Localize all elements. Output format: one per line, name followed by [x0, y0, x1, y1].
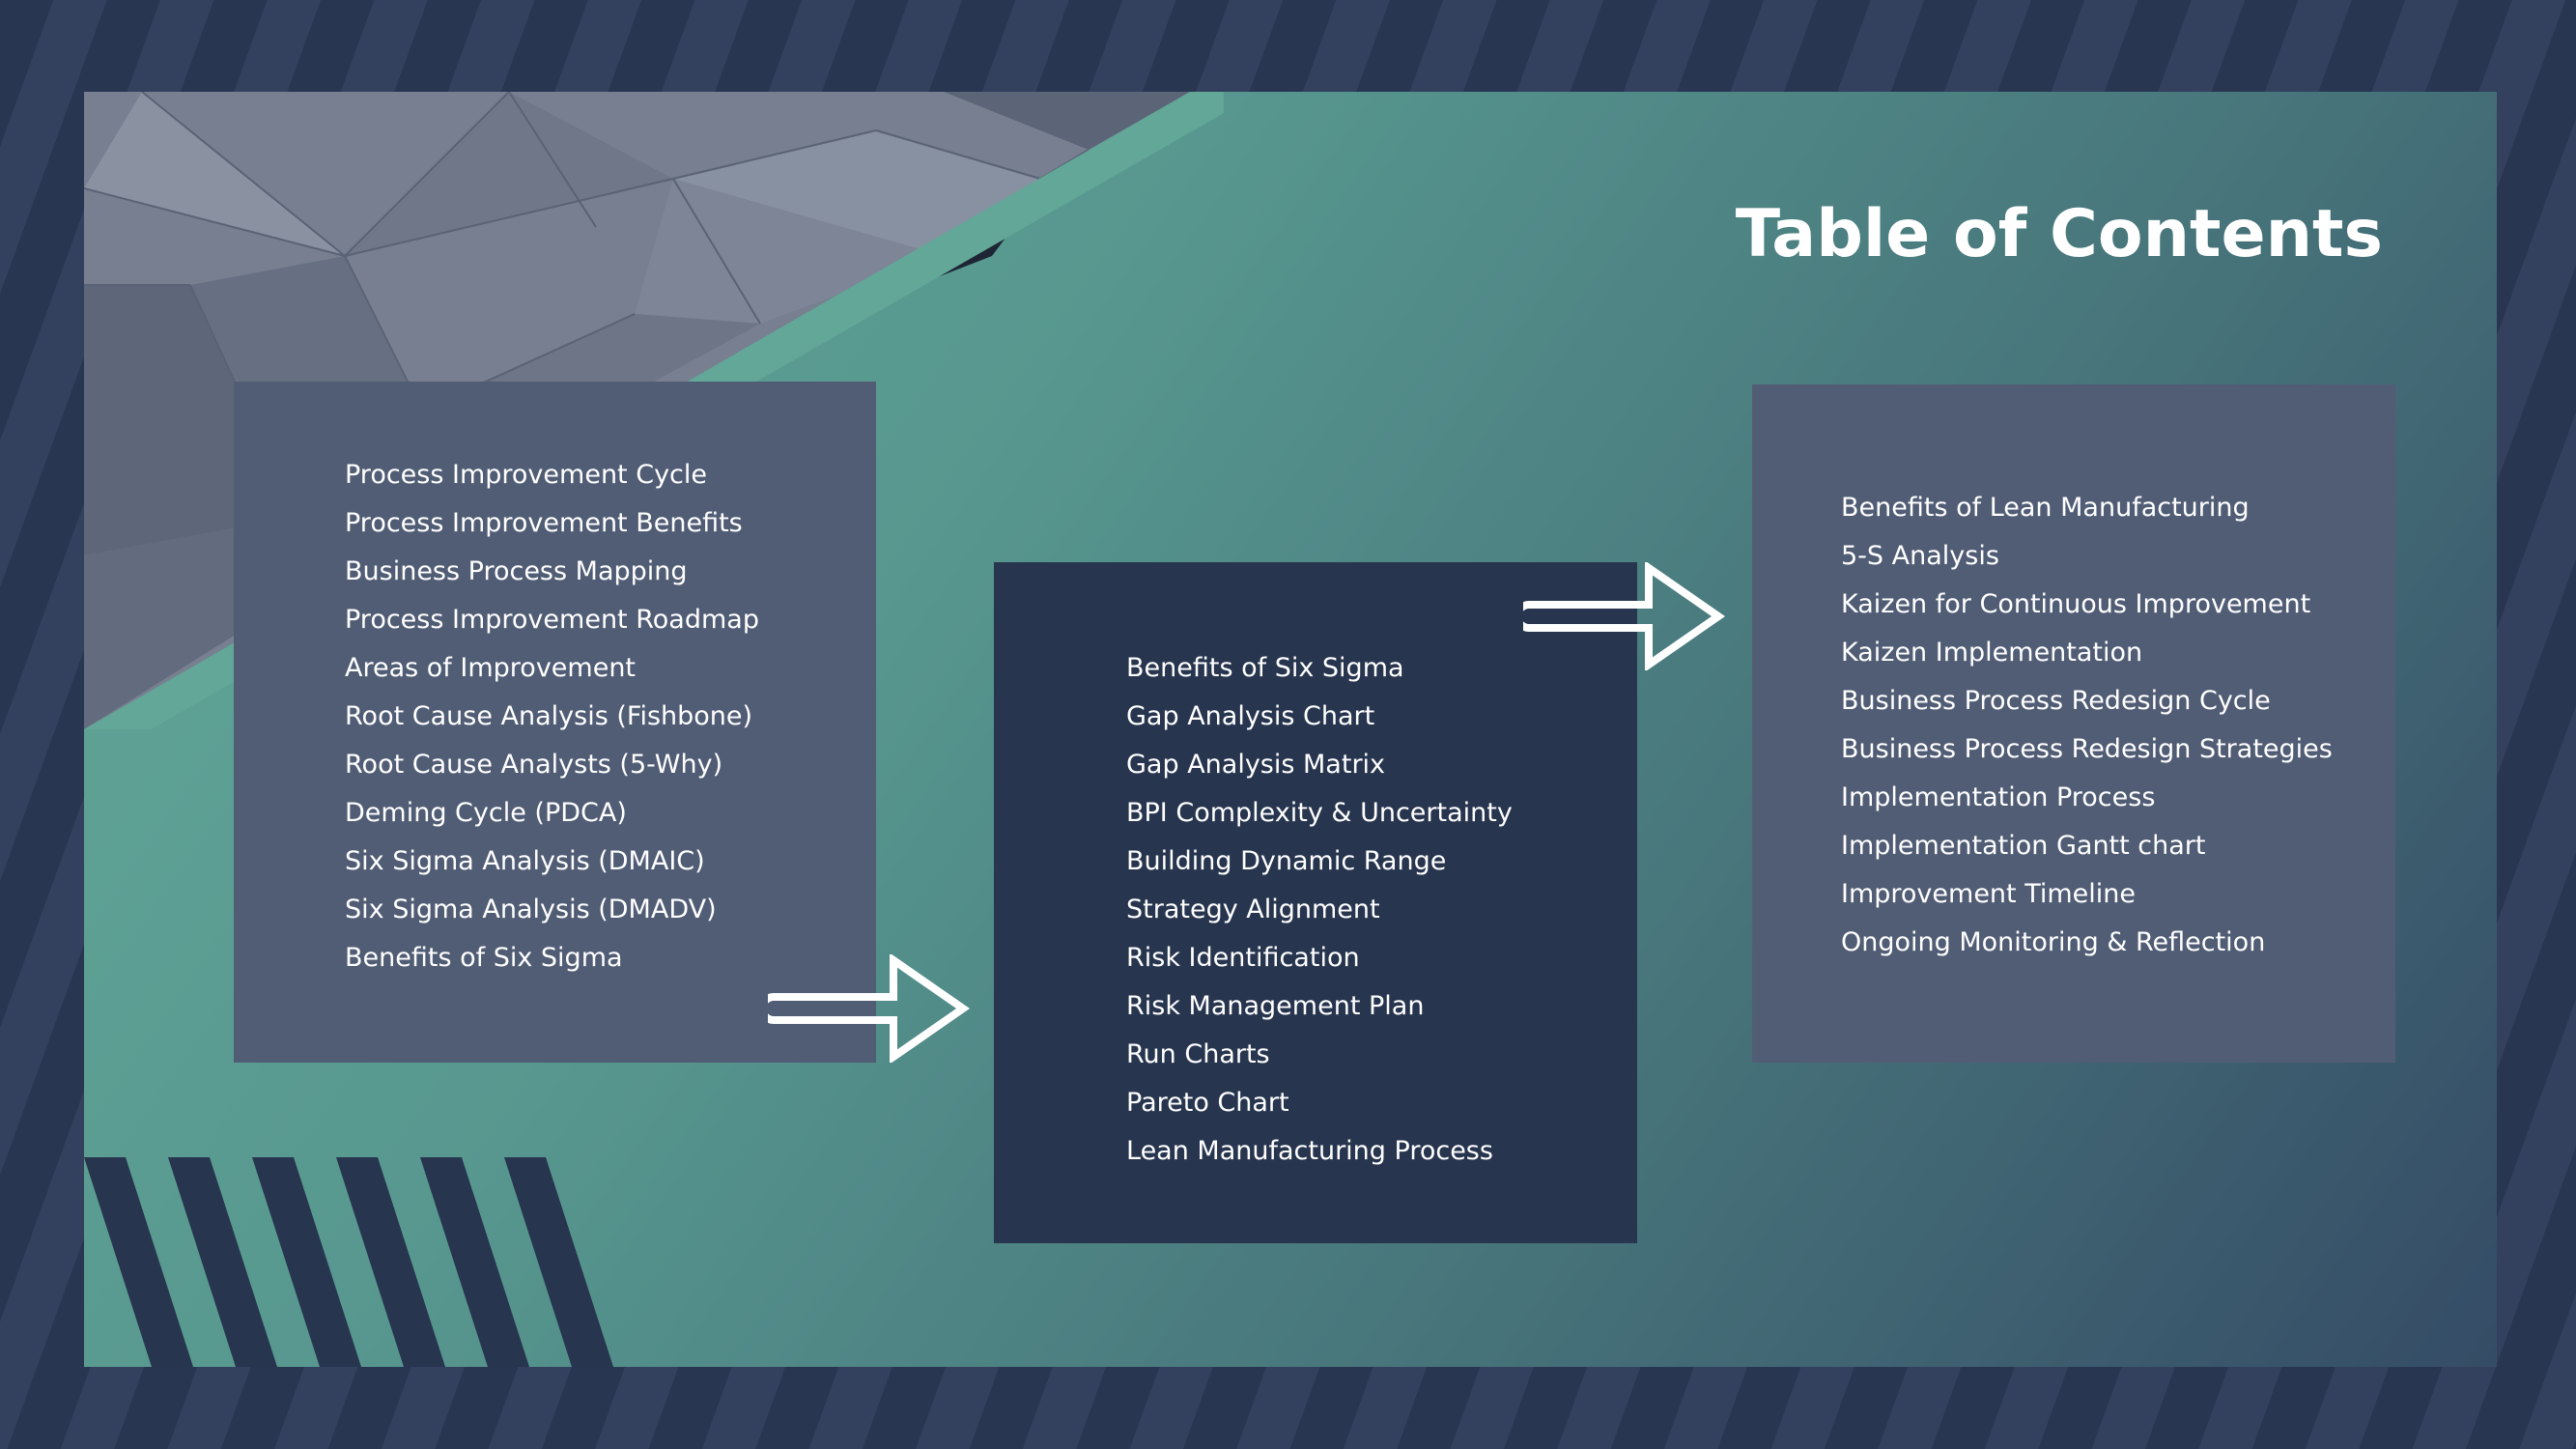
- toc-item: 5-S Analysis: [1841, 541, 1999, 571]
- toc-panel-1: Process Improvement Cycle Process Improv…: [234, 382, 876, 1063]
- toc-item: Implementation Process: [1841, 782, 2156, 812]
- toc-item: Ongoing Monitoring & Reflection: [1841, 927, 2266, 957]
- toc-item: Process Improvement Roadmap: [345, 605, 759, 635]
- arrow-right-icon: [768, 954, 971, 1063]
- toc-item: Improvement Timeline: [1841, 879, 2137, 909]
- toc-list-1: Process Improvement Cycle Process Improv…: [345, 451, 759, 982]
- toc-item: Strategy Alignment: [1126, 895, 1380, 924]
- toc-item: Process Improvement Cycle: [345, 460, 708, 490]
- toc-item: Run Charts: [1126, 1039, 1270, 1069]
- toc-item: Kaizen Implementation: [1841, 638, 2143, 668]
- toc-item: Business Process Redesign Cycle: [1841, 686, 2271, 716]
- toc-item: Deming Cycle (PDCA): [345, 798, 627, 828]
- toc-item: Business Process Redesign Strategies: [1841, 734, 2333, 764]
- toc-item: Areas of Improvement: [345, 653, 637, 683]
- toc-item: Risk Management Plan: [1126, 991, 1425, 1021]
- toc-item: Risk Identification: [1126, 943, 1360, 973]
- toc-item: Benefits of Lean Manufacturing: [1841, 493, 2250, 523]
- arrow-right-icon: [1523, 562, 1726, 670]
- toc-item: Building Dynamic Range: [1126, 846, 1447, 876]
- toc-item: Gap Analysis Chart: [1126, 701, 1375, 731]
- toc-item: Kaizen for Continuous Improvement: [1841, 589, 2311, 619]
- stripe-decoration: [84, 1157, 613, 1367]
- toc-item: Process Improvement Benefits: [345, 508, 743, 538]
- toc-item: Benefits of Six Sigma: [345, 943, 623, 973]
- toc-item: Root Cause Analysts (5-Why): [345, 750, 723, 780]
- toc-item: Benefits of Six Sigma: [1126, 653, 1404, 683]
- toc-item: Pareto Chart: [1126, 1088, 1289, 1118]
- toc-list-3: Benefits of Lean Manufacturing 5-S Analy…: [1841, 484, 2333, 967]
- slide: Table of Contents Process Improvement Cy…: [84, 92, 2497, 1367]
- toc-item: BPI Complexity & Uncertainty: [1126, 798, 1513, 828]
- toc-item: Six Sigma Analysis (DMAIC): [345, 846, 705, 876]
- toc-item: Implementation Gantt chart: [1841, 831, 2206, 861]
- toc-item: Business Process Mapping: [345, 556, 688, 586]
- toc-item: Root Cause Analysis (Fishbone): [345, 701, 753, 731]
- toc-item: Gap Analysis Matrix: [1126, 750, 1386, 780]
- toc-item: Six Sigma Analysis (DMADV): [345, 895, 717, 924]
- toc-panel-2: Benefits of Six Sigma Gap Analysis Chart…: [994, 562, 1637, 1243]
- toc-list-2: Benefits of Six Sigma Gap Analysis Chart…: [1126, 644, 1513, 1176]
- toc-panel-3: Benefits of Lean Manufacturing 5-S Analy…: [1752, 384, 2395, 1063]
- page-title: Table of Contents: [1735, 196, 2383, 272]
- toc-item: Lean Manufacturing Process: [1126, 1136, 1493, 1166]
